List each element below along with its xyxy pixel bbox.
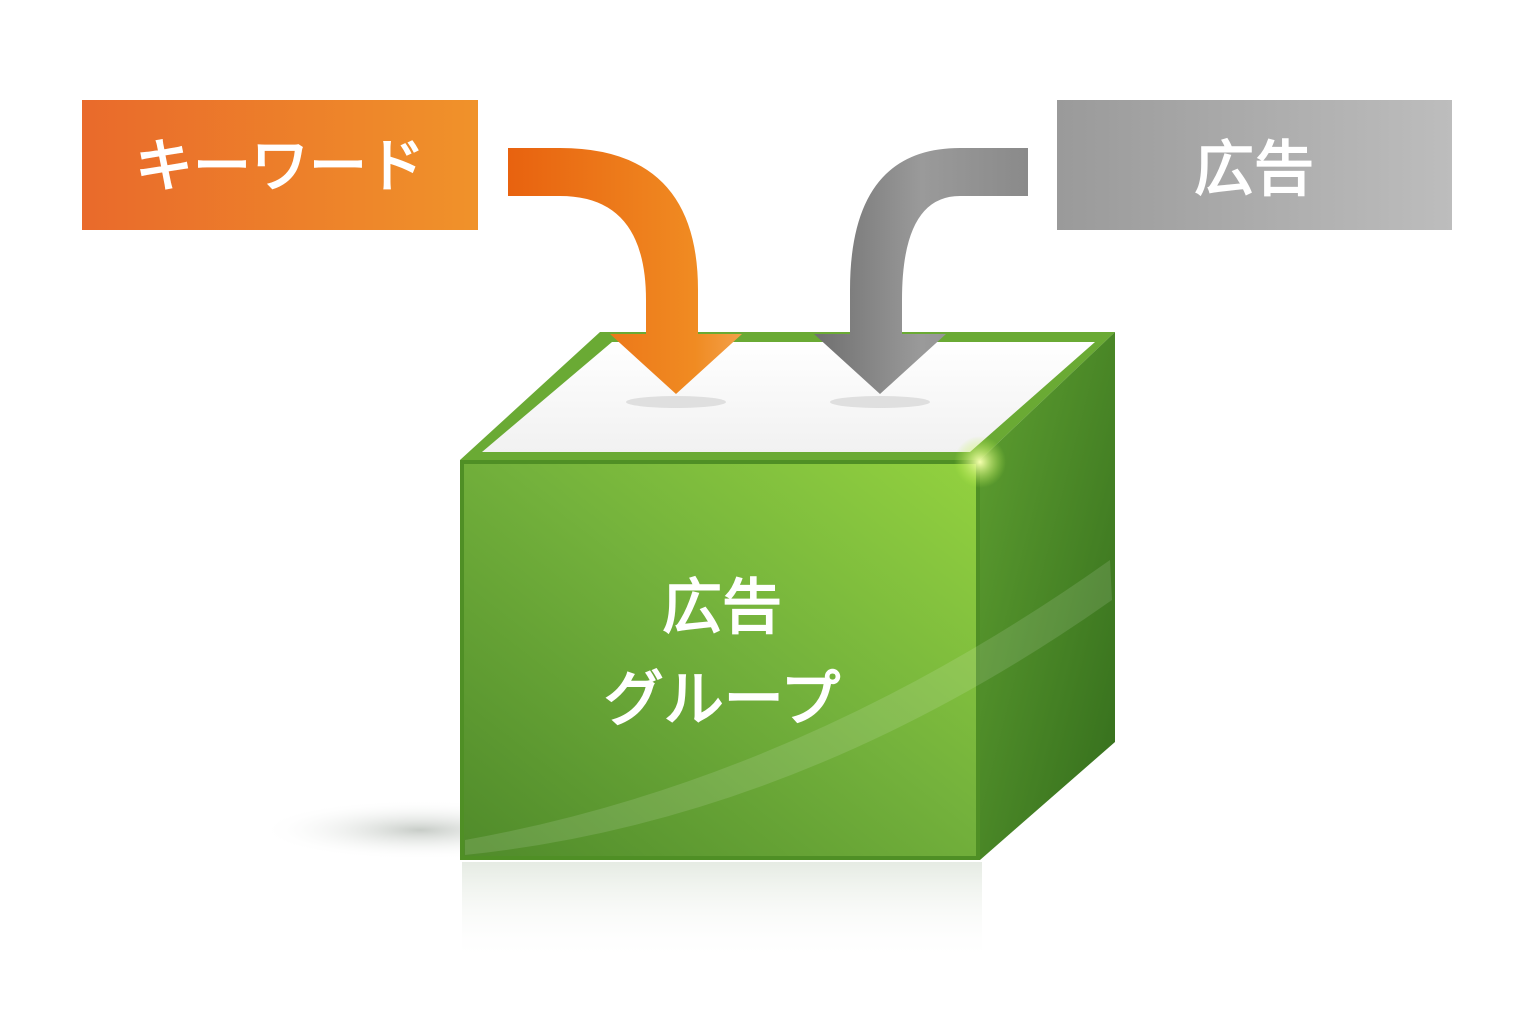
keyword-box-bg [82,100,478,230]
ad-box-bg [1057,100,1452,230]
keyword-box-label: キーワード [135,132,425,200]
ad-group-label-line2: グループ [604,665,840,735]
ad-box-label: 広告 [1194,135,1314,205]
ad-arrow-reflection [830,396,930,408]
ad-group-box: 広告 グループ [460,332,1115,860]
box-front-face [460,460,980,860]
box-front-frame [460,460,980,860]
ad-arrow [814,148,1028,394]
box-top-inner [482,342,1095,452]
ad-group-label-line1: 広告 [662,573,782,643]
box-corner-glow [954,436,1006,488]
ad-box: 広告 [1057,100,1452,230]
keyword-arrow-reflection [626,396,726,408]
box-reflection [462,862,982,962]
box-side-face [980,332,1115,860]
keyword-arrow [508,148,742,394]
keyword-box: キーワード [82,100,478,230]
